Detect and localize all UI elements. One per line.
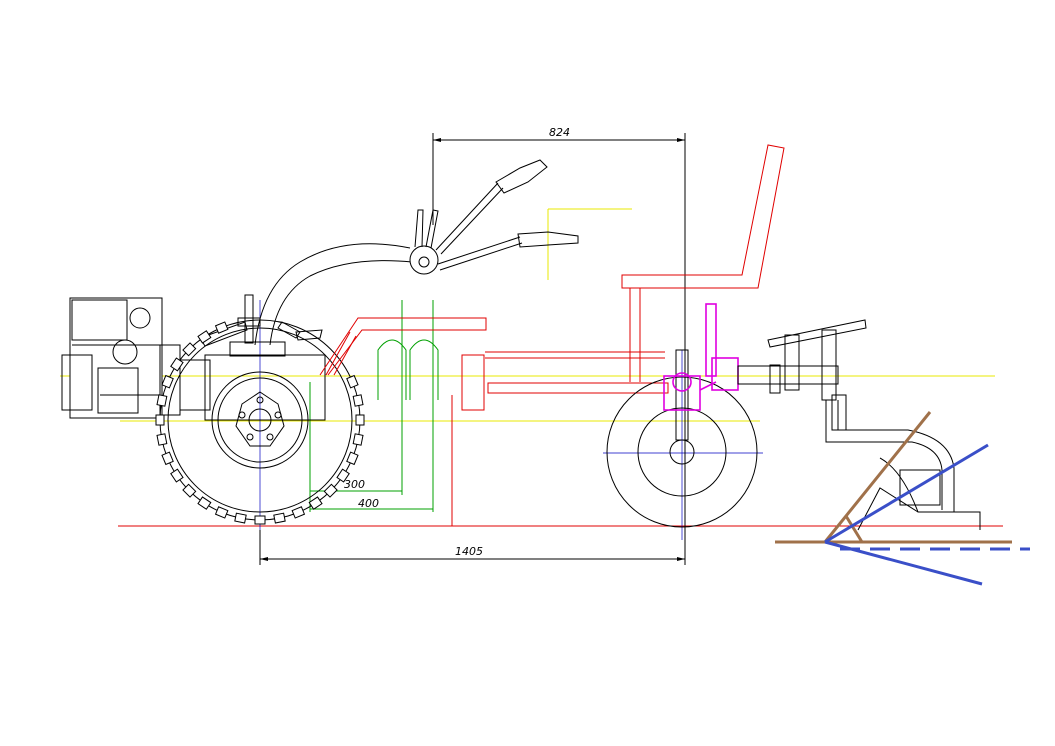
angle-lines bbox=[775, 411, 1030, 586]
tyre-lug bbox=[254, 515, 266, 525]
wheel-lugs bbox=[155, 321, 365, 525]
tyre-lug bbox=[161, 451, 174, 466]
tyre-lug bbox=[323, 483, 338, 498]
tyre-lug bbox=[273, 512, 286, 524]
reference-lines bbox=[60, 208, 1003, 560]
tyre-lug bbox=[197, 496, 212, 510]
tyre-lug bbox=[156, 394, 168, 407]
tyre-lug bbox=[355, 414, 365, 426]
tyre-lug bbox=[346, 374, 359, 389]
tyre-lug bbox=[336, 468, 350, 483]
tyre-lug bbox=[346, 451, 359, 466]
seat-frame bbox=[319, 144, 785, 411]
tyre-lug bbox=[170, 468, 184, 483]
tyre-lug bbox=[161, 374, 174, 389]
dimension-top: 824 bbox=[432, 126, 686, 565]
dimension-bottom: 1405 bbox=[259, 530, 685, 565]
handlebar bbox=[254, 159, 579, 346]
green-dim-400-label: 400 bbox=[358, 497, 379, 510]
hitch bbox=[663, 303, 739, 411]
tyre-lug bbox=[155, 414, 165, 426]
tyre-lug bbox=[234, 512, 247, 524]
tyre-lug bbox=[182, 483, 197, 498]
tyre-lug bbox=[214, 321, 229, 334]
dimension-bottom-label: 1405 bbox=[455, 545, 483, 558]
tyre-lug bbox=[182, 342, 197, 357]
green-dimensions: 300 400 bbox=[309, 300, 453, 526]
green-dim-300-label: 300 bbox=[344, 478, 365, 491]
tyre-lug bbox=[197, 330, 212, 344]
tyre-lug bbox=[308, 496, 323, 510]
engine bbox=[61, 297, 211, 419]
tyre-lug bbox=[170, 357, 184, 372]
gearbox bbox=[199, 294, 326, 421]
tyre-lug bbox=[352, 394, 364, 407]
tyre-lug bbox=[352, 433, 364, 446]
rear-wheel bbox=[606, 349, 758, 528]
tyre-lug bbox=[291, 506, 306, 519]
dimension-top-label: 824 bbox=[549, 126, 570, 139]
tyre-lug bbox=[214, 506, 229, 519]
plough bbox=[737, 319, 981, 531]
tyre-lug bbox=[156, 433, 168, 446]
